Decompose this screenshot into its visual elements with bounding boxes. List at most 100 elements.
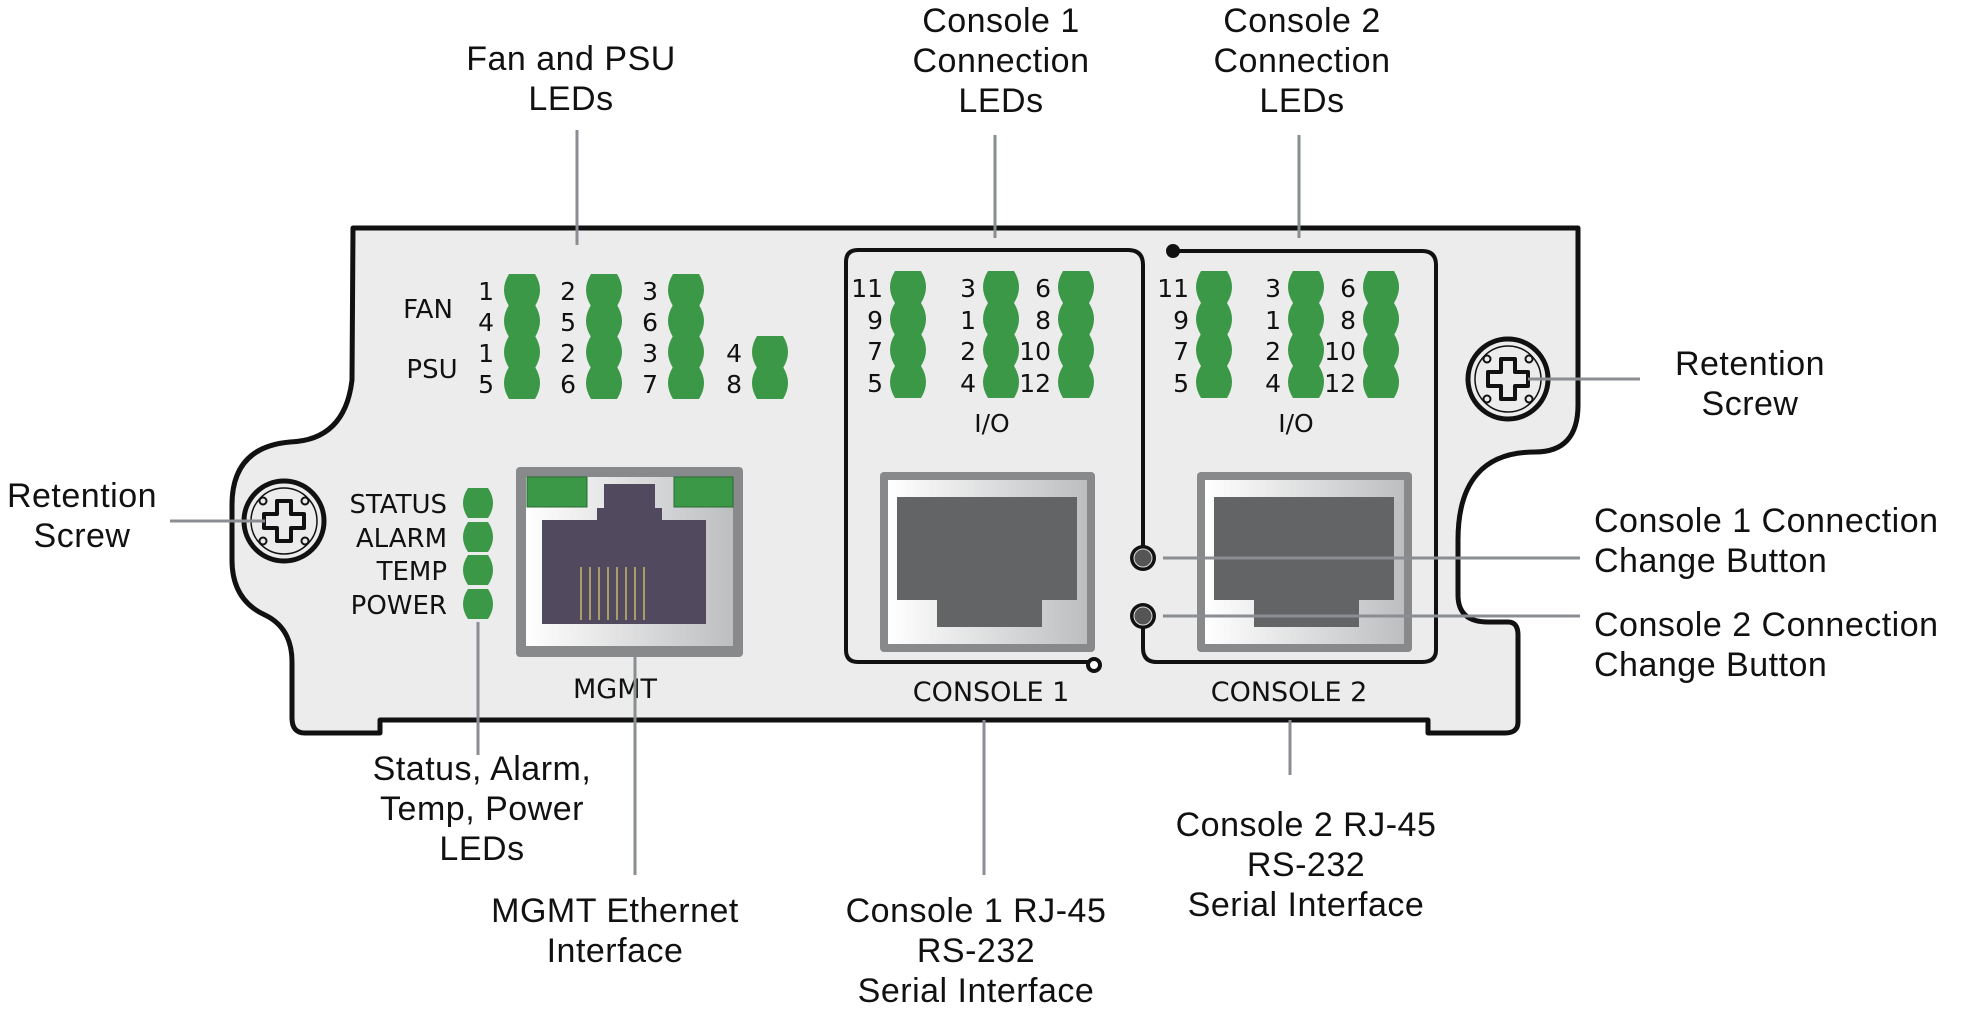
screw-dot: [1524, 394, 1534, 404]
callout-system-leds: LEDs: [439, 830, 524, 868]
callout-system-leds: Status, Alarm,: [373, 750, 592, 788]
console2-io-7-led: [1196, 334, 1232, 366]
callout-retention-screw-left: Screw: [34, 517, 131, 555]
console1-io-2-led: [983, 334, 1019, 366]
callout-system-leds: Temp, Power: [380, 790, 584, 828]
phillips-cross-icon: [1486, 357, 1530, 401]
psu-led-number: 1: [478, 339, 494, 368]
console2-io-10-led: [1363, 334, 1399, 366]
fan-4-led: [504, 305, 540, 337]
console1-button-cap: [1133, 548, 1153, 568]
mgmt-link-led: [526, 476, 588, 508]
fan-1-led: [504, 274, 540, 306]
psu-3-led: [668, 336, 704, 368]
callout-fan-psu-leds: Fan and PSU: [466, 40, 676, 78]
callout-console1-leds: Connection: [912, 42, 1089, 80]
console2-led-number: 2: [1265, 337, 1281, 366]
console1-io-label: I/O: [974, 409, 1009, 438]
psu-led-number: 3: [642, 339, 658, 368]
console1-socket: [897, 497, 1077, 627]
console2-led-number: 5: [1173, 369, 1189, 398]
console1-led-number: 8: [1035, 306, 1051, 335]
temp-led: [463, 555, 493, 585]
console2-io-4-led: [1288, 366, 1324, 398]
console2-block-outline: [1141, 249, 1438, 664]
console1-led-number: 3: [960, 274, 976, 303]
console2-led-number: 1: [1265, 306, 1281, 335]
fan-label: FAN: [403, 295, 453, 325]
callout-mgmt-interface: Interface: [547, 932, 684, 970]
fan-led-number: 3: [642, 277, 658, 306]
console1-io-8-led: [1058, 303, 1094, 335]
console1-led-number: 2: [960, 337, 976, 366]
screw-dot: [258, 496, 268, 506]
callout-console2-leds: Console 2: [1223, 2, 1381, 40]
console2-io-12-led: [1363, 366, 1399, 398]
console2-io-8-led: [1363, 303, 1399, 335]
callout-console1-port: Serial Interface: [858, 972, 1095, 1010]
callout-console1-leds: LEDs: [958, 82, 1043, 120]
console2-io-9-led: [1196, 303, 1232, 335]
system-led-label-power: POWER: [351, 591, 447, 621]
status-led: [463, 488, 493, 518]
psu-led-number: 5: [478, 370, 494, 399]
console1-io-3-led: [983, 271, 1019, 303]
console1-io-5-led: [890, 366, 926, 398]
callout-console2-port: Serial Interface: [1188, 886, 1425, 924]
console2-block-endpoint: [1166, 244, 1180, 258]
console2-led-number: 8: [1340, 306, 1356, 335]
console2-button-cap: [1133, 606, 1153, 626]
console1-led-number: 5: [867, 369, 883, 398]
console2-led-number: 9: [1173, 306, 1189, 335]
system-led-label-status: STATUS: [349, 490, 447, 520]
system-led-label-temp: TEMP: [376, 557, 447, 587]
fan-led-number: 5: [560, 308, 576, 337]
console1-led-number: 11: [851, 274, 883, 303]
console1-io-10-led: [1058, 334, 1094, 366]
console1-led-number: 4: [960, 369, 976, 398]
console1-io-12-led: [1058, 366, 1094, 398]
console2-led-number: 6: [1340, 274, 1356, 303]
psu-2-led: [586, 336, 622, 368]
console1-io-6-led: [1058, 271, 1094, 303]
callout-console2-button: Change Button: [1594, 646, 1827, 684]
console2-io-11-led: [1196, 271, 1232, 303]
console1-port-label: CONSOLE 1: [913, 677, 1070, 708]
console1-led-number: 10: [1019, 337, 1051, 366]
callout-console2-button: Console 2 Connection: [1594, 606, 1939, 644]
console2-port-label: CONSOLE 2: [1211, 677, 1368, 708]
mgmt-activity-led: [673, 476, 734, 508]
callout-console2-leds: LEDs: [1259, 82, 1344, 120]
fan-led-number: 6: [642, 308, 658, 337]
psu-led-number: 2: [560, 339, 576, 368]
callout-console2-leds: Connection: [1213, 42, 1390, 80]
fan-led-number: 2: [560, 277, 576, 306]
console1-led-block-outline: [858, 248, 1145, 552]
fan-led-number: 4: [478, 308, 494, 337]
psu-4-led: [752, 336, 788, 368]
fan-5-led: [586, 305, 622, 337]
callout-console1-button: Change Button: [1594, 542, 1827, 580]
console2-io-3-led: [1288, 271, 1324, 303]
console1-block-endpoint: [1086, 657, 1102, 673]
console1-io-11-led: [890, 271, 926, 303]
power-led: [463, 589, 493, 619]
screw-dot: [300, 496, 310, 506]
callout-retention-screw-left: Retention: [7, 477, 157, 515]
fan-led-number: 1: [478, 277, 494, 306]
console1-io-7-led: [890, 334, 926, 366]
phillips-cross-icon: [262, 499, 306, 543]
screw-dot: [1482, 354, 1492, 364]
callout-console1-port: RS-232: [917, 932, 1035, 970]
console2-io-2-led: [1288, 334, 1324, 366]
console2-io-5-led: [1196, 366, 1232, 398]
console2-led-number: 3: [1265, 274, 1281, 303]
console1-io-4-led: [983, 366, 1019, 398]
fan-6-led: [668, 305, 704, 337]
fan-3-led: [668, 274, 704, 306]
screw-dot: [1524, 354, 1534, 364]
callout-console2-port: RS-232: [1247, 846, 1365, 884]
console1-led-number: 12: [1019, 369, 1051, 398]
psu-1-led: [504, 336, 540, 368]
